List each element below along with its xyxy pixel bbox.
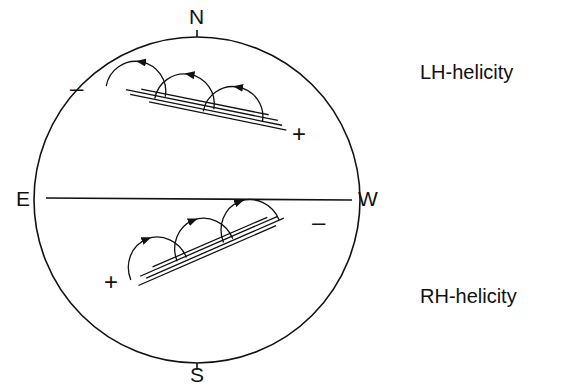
compass-label: N: [189, 6, 204, 27]
south-loops: [119, 188, 287, 287]
polarity-sign: +: [104, 270, 118, 294]
helicity-label: LH-helicity: [420, 62, 513, 82]
sun-disk: [34, 37, 360, 363]
equator-line: [46, 198, 352, 200]
north-loops: [104, 57, 293, 130]
compass-label: W: [358, 188, 378, 209]
polarity-sign: +: [292, 122, 306, 146]
helicity-label: RH-helicity: [420, 286, 517, 306]
polarity-sign: –: [312, 210, 325, 234]
compass-label: E: [16, 188, 30, 209]
compass-label: S: [190, 364, 204, 385]
polarity-sign: –: [70, 76, 83, 100]
